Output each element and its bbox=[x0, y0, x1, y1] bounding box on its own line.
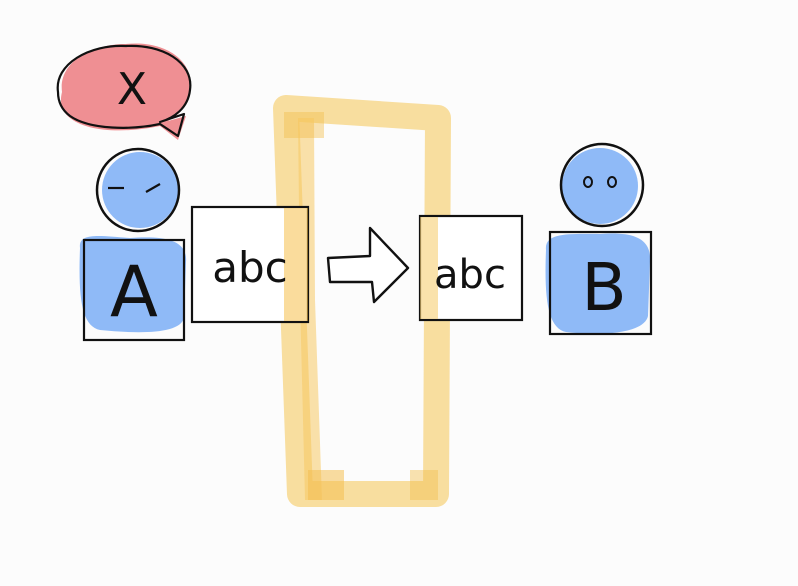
person-b: B bbox=[545, 142, 653, 336]
person-a: A bbox=[79, 147, 187, 342]
person-a-label: A bbox=[110, 251, 158, 333]
person-a-head bbox=[95, 147, 181, 233]
message-box-right: abc bbox=[418, 214, 524, 322]
channel-highlight bbox=[273, 95, 451, 507]
thought-bubble-outline bbox=[56, 44, 192, 138]
person-a-body-fill bbox=[79, 236, 187, 333]
thought-bubble-mark: X bbox=[117, 64, 147, 115]
person-b-head-fill bbox=[562, 148, 638, 224]
person-b-right-eye bbox=[607, 176, 617, 188]
person-b-body-fill bbox=[545, 233, 651, 334]
message-box-left: abc bbox=[190, 205, 310, 324]
message-box-right-text: abc bbox=[434, 252, 506, 298]
message-box-left-text: abc bbox=[212, 243, 288, 292]
person-b-body bbox=[548, 230, 653, 336]
person-b-head bbox=[559, 142, 645, 228]
person-b-label: B bbox=[581, 249, 626, 326]
person-a-right-eye bbox=[145, 183, 161, 193]
person-b-left-eye bbox=[583, 176, 593, 188]
message-box-left-highlight bbox=[284, 208, 308, 321]
arrow-right-icon bbox=[326, 226, 410, 304]
person-a-body bbox=[82, 238, 186, 342]
thought-bubble: X bbox=[56, 43, 192, 140]
person-a-head-fill bbox=[102, 152, 178, 228]
message-box-right-highlight bbox=[420, 217, 438, 319]
thought-bubble-fill bbox=[60, 43, 191, 140]
